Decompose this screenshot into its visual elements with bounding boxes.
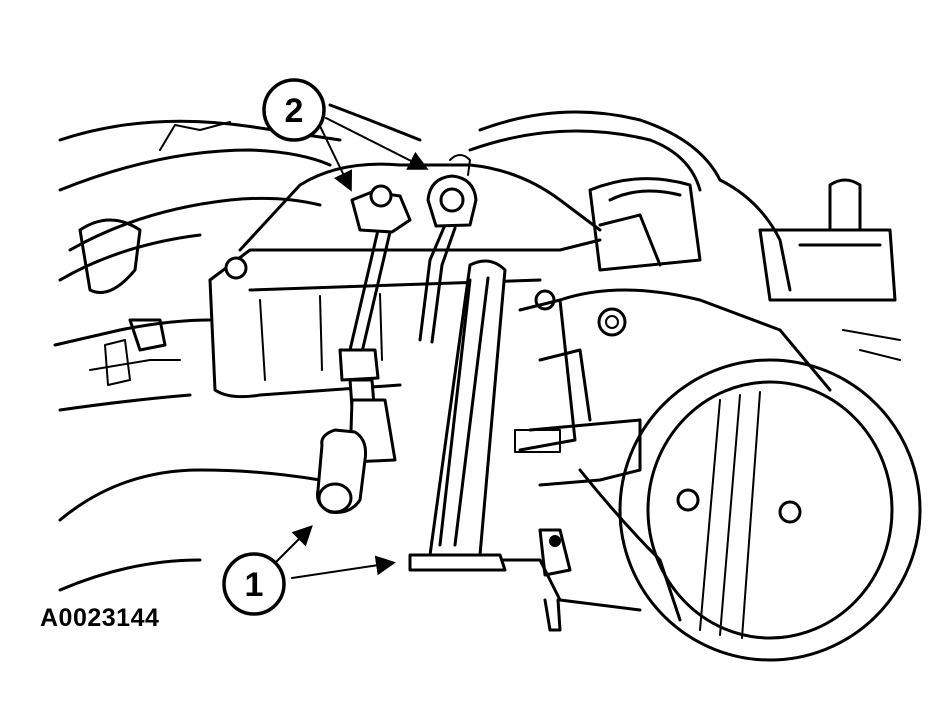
- callout-2-circle: [262, 78, 326, 142]
- callout-1-circle: [222, 552, 286, 616]
- engine-bay-background: [53, 103, 422, 592]
- cable-end-fittings: [350, 154, 478, 234]
- accelerator-cable: [418, 223, 457, 344]
- callout-1-label: 1: [245, 566, 264, 604]
- figure-id-label: A0023144: [40, 604, 160, 632]
- throttle-body: [418, 288, 922, 662]
- cable-bracket: [408, 259, 507, 572]
- intake-manifold: [208, 110, 897, 399]
- callout-2: 2: [262, 78, 326, 142]
- speed-control-cable: [316, 228, 397, 514]
- callout-1: 1: [222, 552, 286, 616]
- callout-2-label: 2: [285, 92, 304, 130]
- leader-lines: [267, 117, 429, 579]
